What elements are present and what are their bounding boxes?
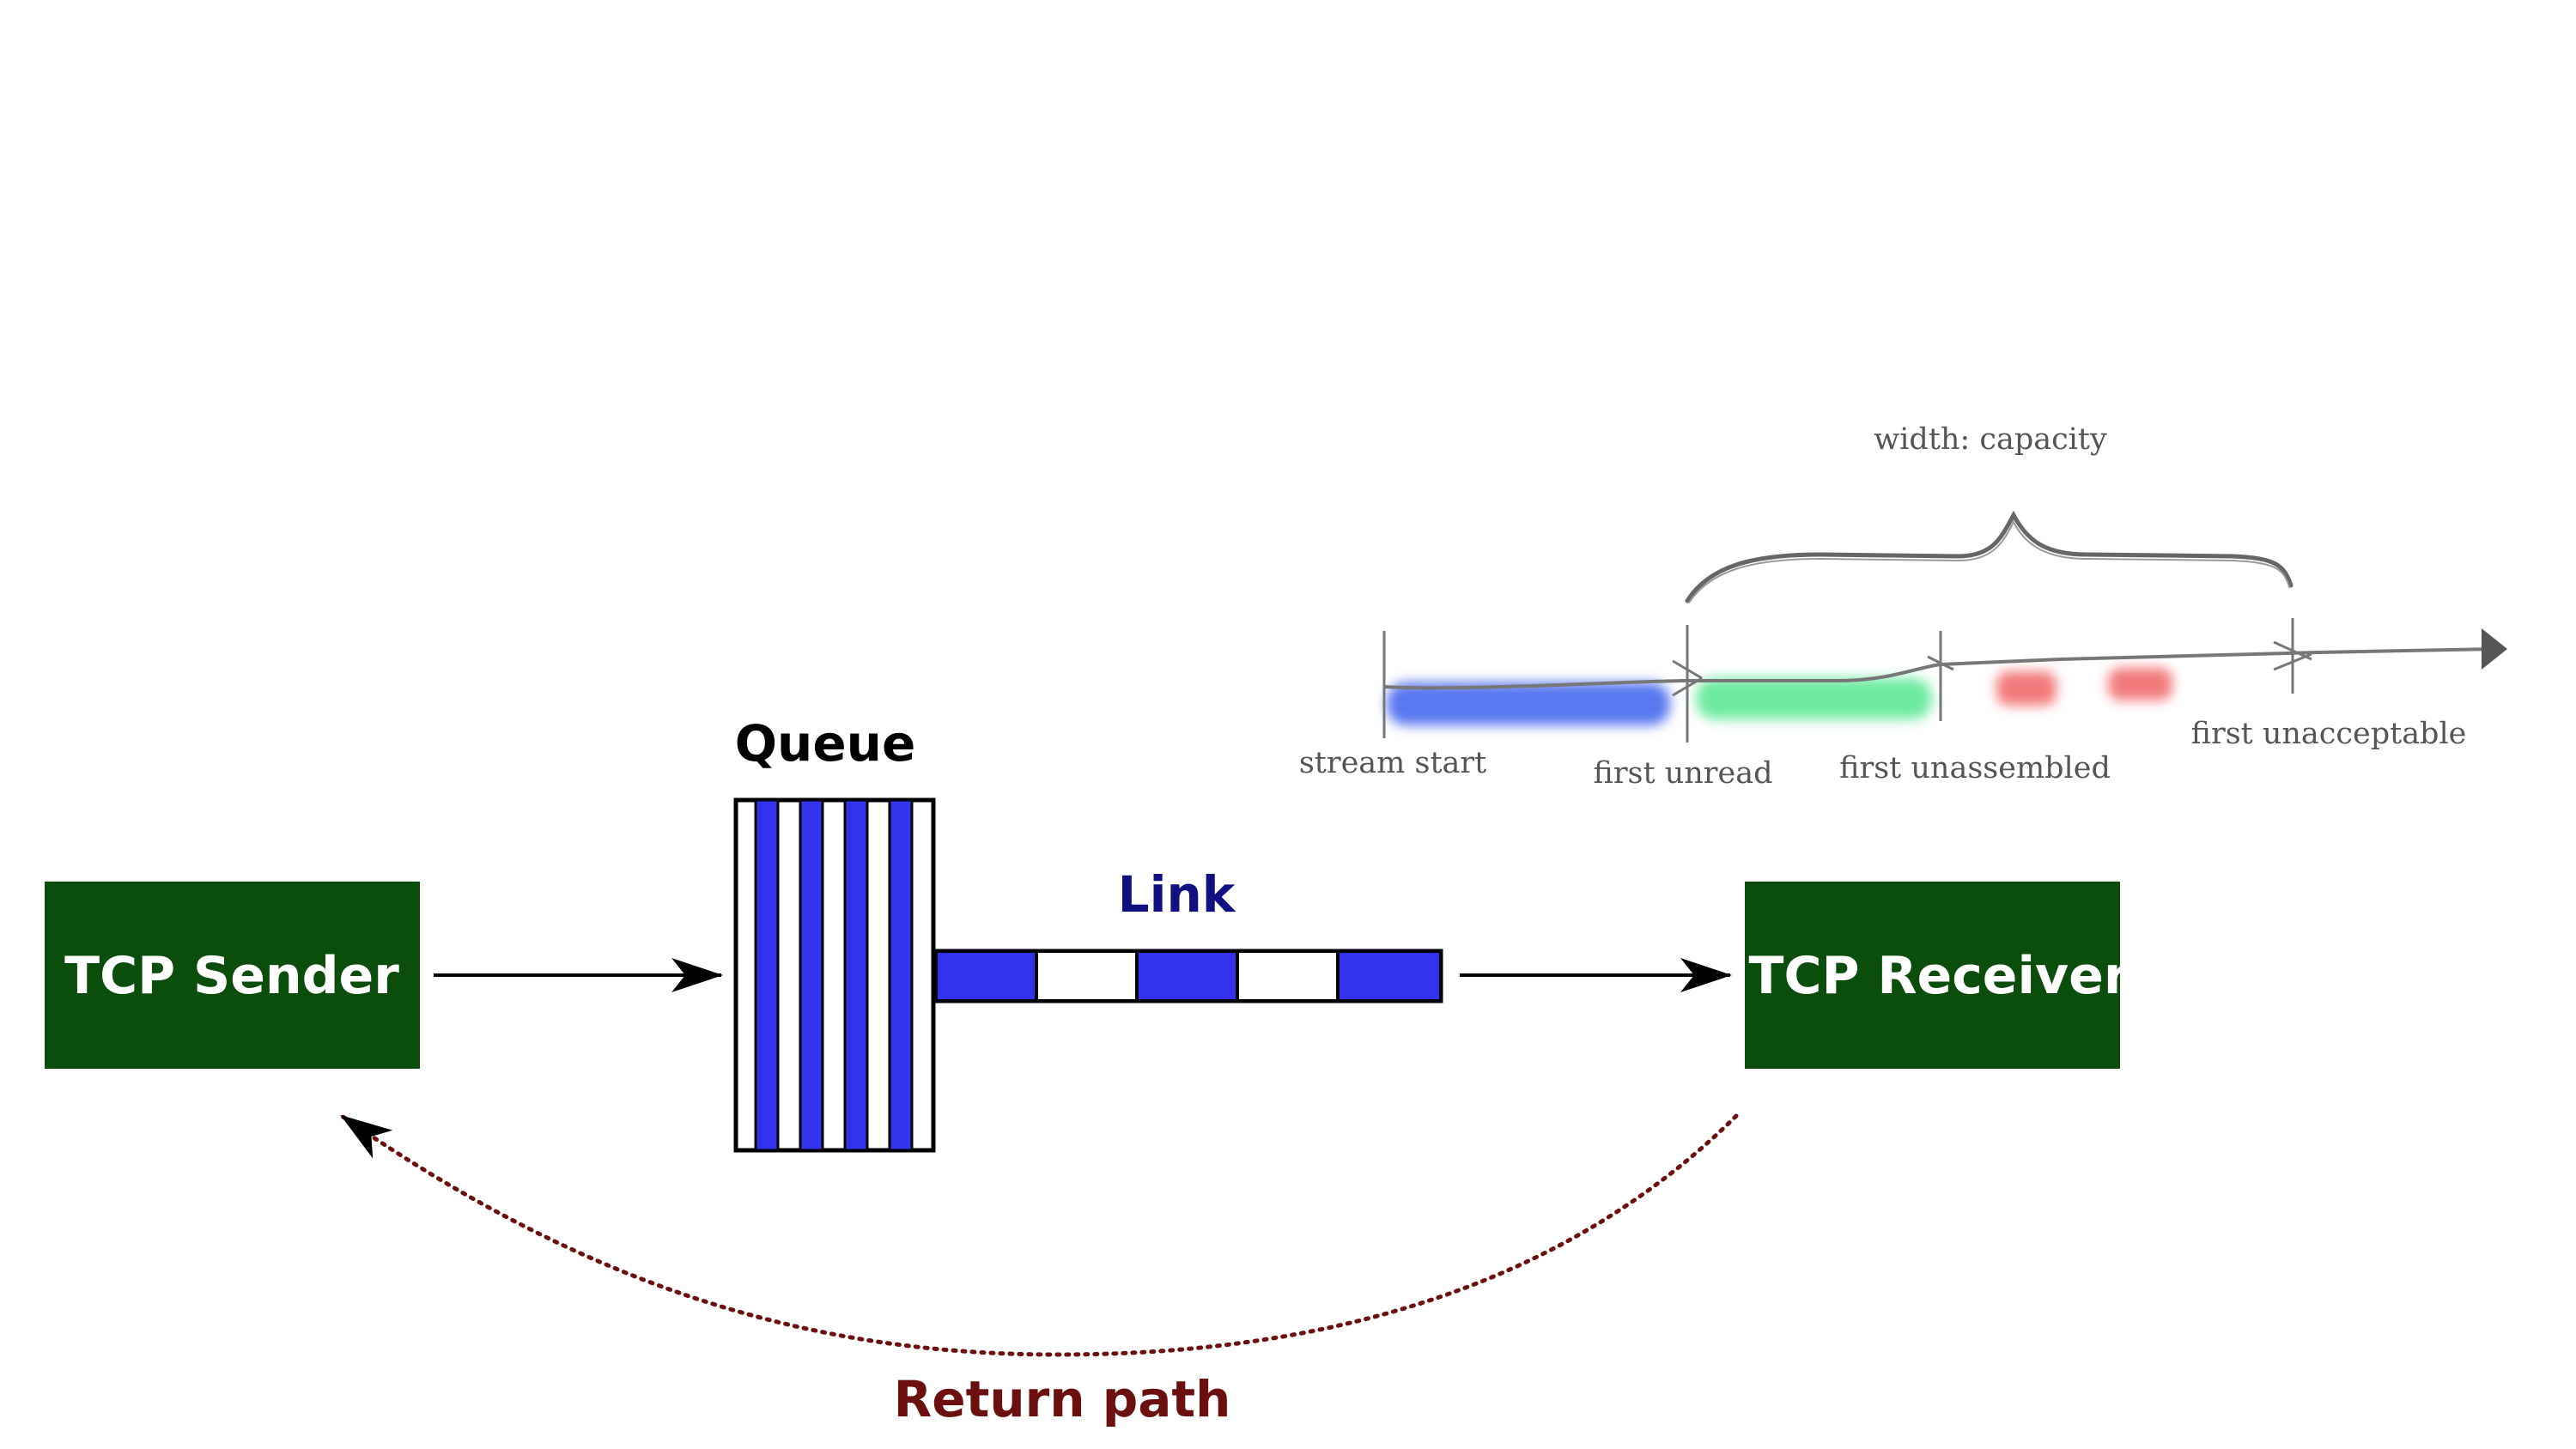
link-slot (1236, 949, 1340, 1003)
stream-segment-unassembled-2 (2108, 668, 2172, 700)
link-packet (1135, 949, 1239, 1003)
queue-packet (843, 798, 869, 1152)
tcp-receiver-box (1745, 882, 2120, 1069)
tcp-receiver-node: TCP Receiver (1745, 882, 2129, 1069)
return-path-label: Return path (894, 1370, 1231, 1428)
capacity-brace (1685, 510, 2293, 603)
queue-packet (754, 798, 780, 1152)
tcp-sender-box (45, 882, 420, 1069)
stream-ticks (1382, 618, 2312, 743)
stream-segment-read (1387, 682, 1670, 725)
link-packets (934, 949, 1443, 1003)
link-packet (1336, 949, 1443, 1003)
queue-packets (754, 798, 914, 1152)
stream-line (1383, 647, 2495, 690)
tcp-sender-node: TCP Sender (45, 882, 420, 1069)
link-packet (934, 949, 1038, 1003)
stream-start-label: stream start (1299, 746, 1486, 780)
capacity-label: width: capacity (1874, 422, 2107, 457)
stream-diagram: width: capacity stream start first unrea… (1299, 422, 2507, 791)
tcp-sender-label: TCP Sender (64, 946, 399, 1006)
queue-label: Queue (735, 714, 916, 773)
stream-segment-buffered (1696, 678, 1932, 719)
queue-node: Queue (733, 714, 936, 1153)
return-path-arrow (339, 1113, 1739, 1357)
tcp-receiver-label: TCP Receiver (1749, 946, 2129, 1006)
stream-segment-unassembled-1 (1996, 671, 2057, 706)
first-unacceptable-label: first unacceptable (2191, 717, 2467, 751)
stream-arrowhead (2482, 628, 2507, 670)
link-label: Link (1118, 865, 1236, 924)
link-node: Link (933, 865, 1443, 1003)
first-unread-label: first unread (1593, 756, 1772, 791)
link-slot (1035, 949, 1139, 1003)
queue-packet (888, 798, 914, 1152)
queue-packet (799, 798, 824, 1152)
first-unassembled-label: first unassembled (1839, 751, 2111, 785)
